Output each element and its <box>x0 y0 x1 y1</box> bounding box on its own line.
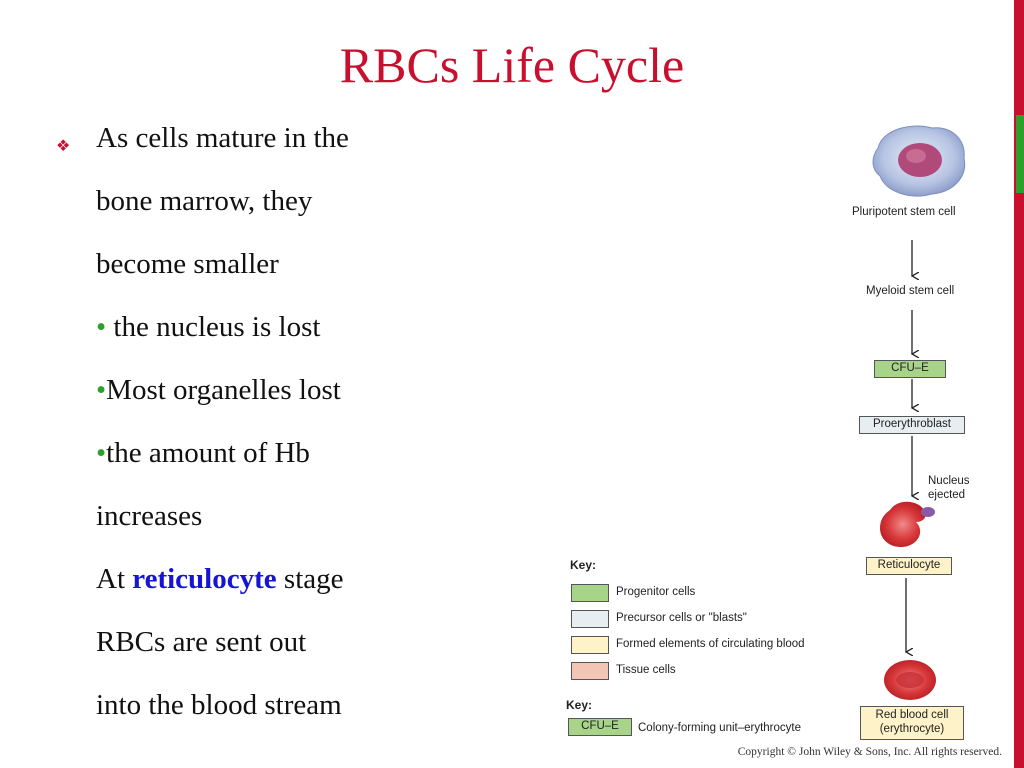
slide-edge-bar <box>1014 0 1024 768</box>
key2-title: Key: <box>566 698 593 712</box>
rbc-label-line2: (erythrocyte) <box>879 722 945 735</box>
reticulocyte-prefix: At <box>96 563 133 595</box>
bullet-line: increases <box>96 500 203 532</box>
sub-bullet-line: • the nucleus is lost <box>96 311 320 344</box>
pluripotent-stem-cell-icon <box>872 125 966 197</box>
bullet-line: RBCs are sent out <box>96 626 307 658</box>
bullet-line: bone marrow, they <box>96 185 313 217</box>
key-label-precursor: Precursor cells or "blasts" <box>616 612 747 624</box>
sub-bullet-marker: • <box>96 311 107 343</box>
figure-artwork <box>872 125 966 700</box>
key-label-formed-elements: Formed elements of circulating blood <box>616 638 805 650</box>
key-swatch-progenitor <box>571 584 609 602</box>
key-swatch-tissue <box>571 662 609 680</box>
stage-red-blood-cell: Red blood cell (erythrocyte) <box>860 706 964 740</box>
sub-bullet-marker: • <box>96 374 107 406</box>
stage-reticulocyte: Reticulocyte <box>866 557 952 575</box>
bullet-line: into the blood stream <box>96 689 342 721</box>
reticulocyte-cell-icon <box>880 501 935 548</box>
bullet-line: become smaller <box>96 248 279 280</box>
slide-title: RBCs Life Cycle <box>339 37 685 93</box>
bullet-line: As cells mature in the <box>96 122 349 154</box>
sub-bullet-text: the amount of Hb <box>106 437 310 469</box>
sub-bullet-text: Most organelles lost <box>106 374 341 406</box>
label-ejected: ejected <box>928 489 966 501</box>
stage-cfu-e: CFU–E <box>874 360 946 378</box>
sub-bullet-text: the nucleus is lost <box>113 311 321 343</box>
key-label-progenitor: Progenitor cells <box>616 586 696 598</box>
rbc-lifecycle-figure: Pluripotent stem cell Myeloid stem cell … <box>560 118 1010 748</box>
rbc-label-line1: Red blood cell <box>875 709 949 721</box>
key-swatch-formed-elements <box>571 636 609 654</box>
reticulocyte-suffix: stage <box>276 563 344 595</box>
key-swatch-precursor <box>571 610 609 628</box>
stage-proerythroblast: Proerythroblast <box>859 416 965 434</box>
sub-bullet-marker: • <box>96 437 107 469</box>
key2-meaning: Colony-forming unit–erythrocyte <box>638 722 801 734</box>
red-blood-cell-icon <box>884 660 936 700</box>
slide-edge-accent <box>1016 115 1024 193</box>
label-myeloid-stem-cell: Myeloid stem cell <box>866 285 955 297</box>
key-title: Key: <box>570 558 597 572</box>
label-pluripotent-stem-cell: Pluripotent stem cell <box>852 206 956 218</box>
key2-abbr-box: CFU–E <box>568 718 632 736</box>
label-nucleus: Nucleus <box>928 475 970 487</box>
reticulocyte-line: At reticulocyte stage <box>96 563 344 596</box>
reticulocyte-emphasis: reticulocyte <box>132 563 277 595</box>
key-label-tissue: Tissue cells <box>616 664 676 676</box>
sub-bullet-line: •the amount of Hb <box>96 437 310 470</box>
sub-bullet-line: •Most organelles lost <box>96 374 341 407</box>
copyright-notice: Copyright © John Wiley & Sons, Inc. All … <box>737 746 1002 758</box>
diamond-bullet-icon: ❖ <box>56 136 71 155</box>
